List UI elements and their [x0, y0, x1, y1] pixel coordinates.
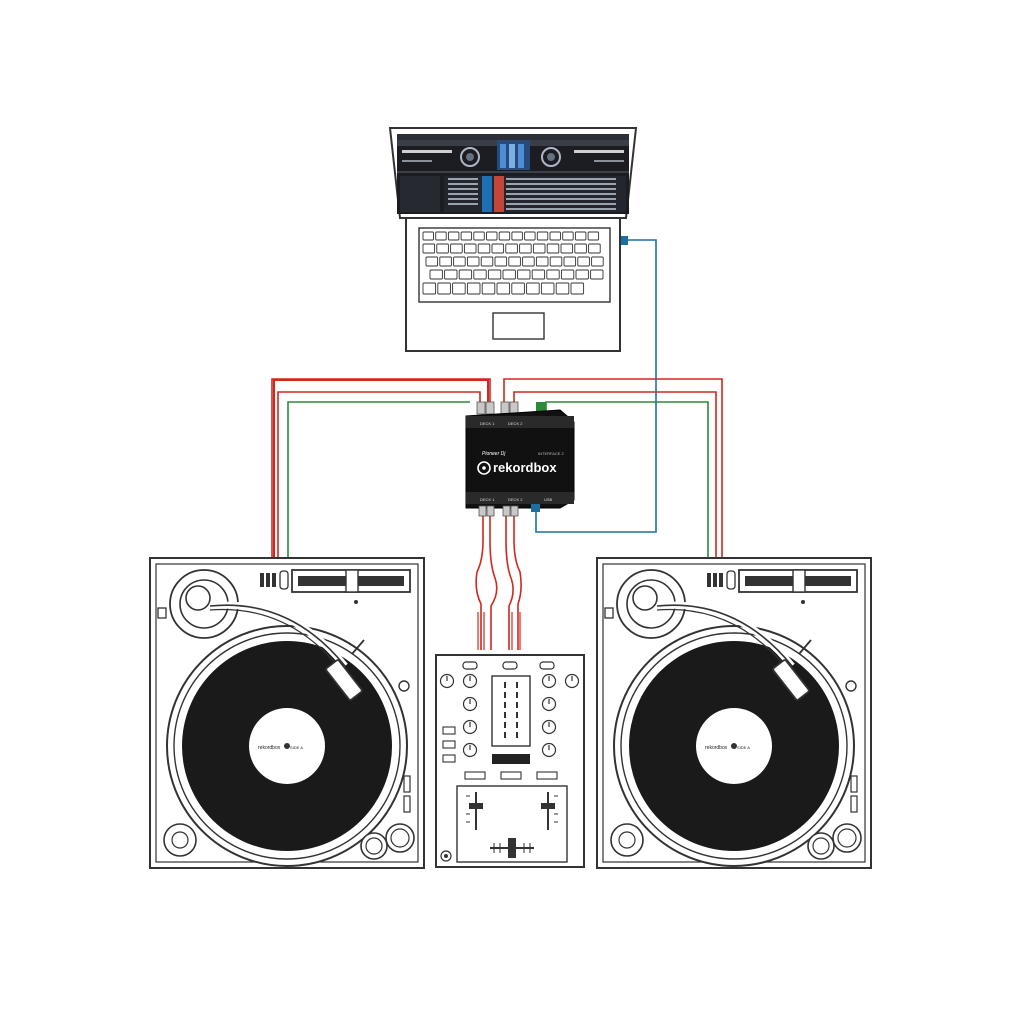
- laptop-key: [517, 269, 531, 280]
- laptop-key: [531, 269, 546, 280]
- laptop-key: [496, 282, 511, 295]
- laptop-key: [494, 256, 508, 267]
- laptop-key: [577, 256, 590, 267]
- laptop-key: [522, 256, 535, 267]
- record-label-side-right: SIDE A: [737, 745, 750, 750]
- laptop-key: [477, 243, 491, 254]
- laptop-trackpad: [492, 312, 545, 340]
- interface-bottom-label-mid: DECK 2: [508, 497, 523, 502]
- rekordbox-logo: rekordbox: [477, 460, 557, 475]
- interface-model: INTERFACE 2: [538, 451, 565, 456]
- record-label-logo-right: rekordbox: [705, 745, 728, 751]
- turntable-icon-left: rekordbox SIDE A: [150, 558, 424, 868]
- laptop-key: [549, 231, 561, 241]
- usb-cable: [535, 239, 657, 533]
- interface-top-label-mid: DECK 2: [508, 421, 523, 426]
- cables: [271, 236, 723, 650]
- laptop-key: [526, 282, 540, 295]
- laptop-key: [435, 231, 447, 241]
- laptop-key: [536, 231, 549, 241]
- interface-top-label-left: DECK 1: [480, 421, 495, 426]
- left-red-cable-inner: [277, 391, 481, 558]
- usb-plug-laptop: [620, 236, 628, 245]
- laptop-key: [591, 256, 604, 267]
- laptop-key: [532, 243, 546, 254]
- laptop-key: [486, 231, 498, 241]
- laptop-key: [574, 231, 587, 241]
- laptop-key: [447, 231, 460, 241]
- laptop-key: [480, 256, 494, 267]
- record-label-logo-left: rekordbox: [258, 745, 281, 751]
- record-label-side-left: SIDE A: [290, 745, 303, 750]
- laptop-key: [425, 256, 439, 267]
- laptop-key: [524, 231, 536, 241]
- laptop-key: [487, 269, 502, 280]
- laptop-key: [473, 269, 487, 280]
- laptop-key: [505, 243, 518, 254]
- laptop-key: [546, 243, 560, 254]
- laptop-icon: [388, 127, 638, 352]
- laptop-key: [463, 243, 477, 254]
- laptop-key: [444, 269, 458, 280]
- laptop-key: [439, 256, 452, 267]
- mixer-cable-left: [475, 512, 484, 650]
- left-red-cable-outer: [271, 378, 491, 558]
- laptop-key: [570, 282, 585, 295]
- laptop-key: [498, 231, 511, 241]
- interface-logo-text: rekordbox: [493, 460, 557, 475]
- laptop-key: [502, 269, 516, 280]
- interface-brand: Pioneer Dj: [482, 451, 506, 457]
- laptop-key: [574, 243, 587, 254]
- laptop-key: [511, 231, 523, 241]
- laptop-key: [555, 282, 570, 295]
- laptop-key: [587, 231, 600, 241]
- laptop-key: [458, 269, 473, 280]
- laptop-key: [437, 282, 451, 295]
- right-red-cable-outer: [503, 378, 723, 558]
- laptop-key: [575, 269, 589, 280]
- laptop-key: [535, 256, 549, 267]
- laptop-key: [508, 256, 521, 267]
- laptop-key: [460, 231, 473, 241]
- laptop-key: [473, 231, 485, 241]
- laptop-key: [453, 256, 466, 267]
- laptop-key: [590, 269, 604, 280]
- mixer-cable-right-b: [513, 512, 522, 650]
- laptop-key: [546, 269, 560, 280]
- laptop-key: [422, 243, 436, 254]
- laptop-key: [466, 282, 481, 295]
- laptop-key: [511, 282, 525, 295]
- laptop-key: [481, 282, 496, 295]
- laptop-key: [466, 256, 480, 267]
- laptop-key: [450, 243, 463, 254]
- left-red-cable: [273, 379, 489, 558]
- interface-usb-label: USB: [544, 497, 553, 502]
- left-green-cable: [287, 401, 470, 558]
- laptop-key: [549, 256, 563, 267]
- laptop-key: [560, 269, 575, 280]
- mixer-cable-left-b: [489, 512, 498, 650]
- laptop-key: [563, 256, 577, 267]
- laptop-key: [560, 243, 574, 254]
- interface-bottom-label-left: DECK 1: [480, 497, 495, 502]
- laptop-key: [422, 231, 434, 241]
- laptop-key: [436, 243, 449, 254]
- laptop-key: [422, 282, 437, 295]
- laptop-key: [429, 269, 443, 280]
- laptop-key: [491, 243, 505, 254]
- audio-interface-icon: DECK 1 DECK 2 DECK 1 DECK 2 USB Pioneer …: [465, 401, 575, 517]
- mixer-cable-right: [505, 512, 514, 650]
- laptop-key: [452, 282, 466, 295]
- turntable-icon-right: rekordbox SIDE A: [597, 558, 871, 868]
- laptop-key: [562, 231, 574, 241]
- laptop-key: [519, 243, 532, 254]
- laptop-key: [588, 243, 601, 254]
- dj-mixer-icon: [435, 654, 585, 868]
- laptop-key: [540, 282, 555, 295]
